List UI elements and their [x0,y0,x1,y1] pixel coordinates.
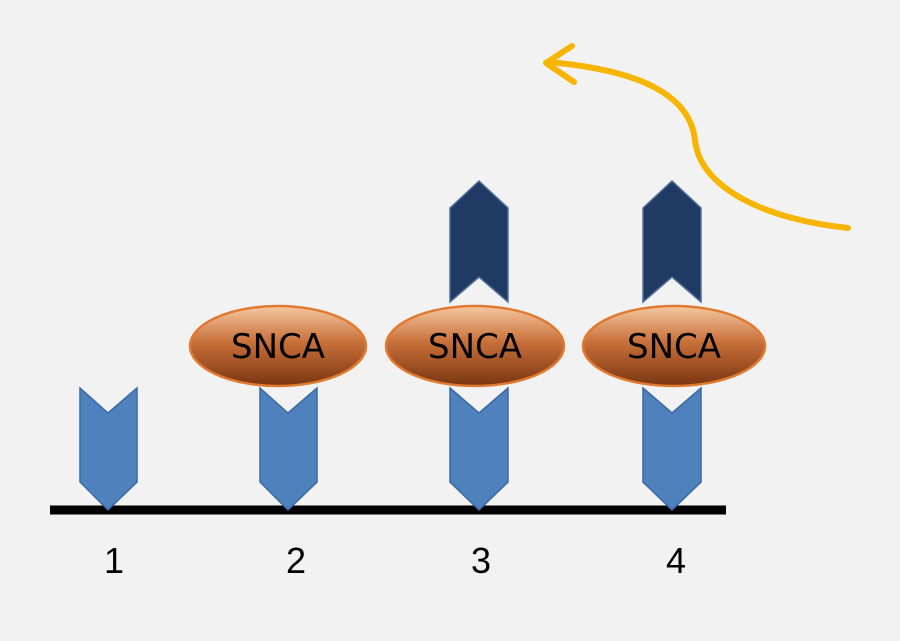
step-2-group: SNCA [188,304,368,512]
step-label-1: 1 [104,540,124,581]
step-label-4: 4 [666,540,686,581]
bottom-chevron-2 [259,386,318,512]
snca-ellipse-2 [188,304,368,388]
top-chevron-3 [449,179,509,304]
snca-label-2: SNCA [231,327,325,367]
step-4-group: SNCA [581,179,767,512]
snca-label-4: SNCA [627,327,721,367]
snca-ellipse-4 [581,304,767,388]
step-label-3: 3 [471,540,491,581]
top-chevron-4 [642,179,702,304]
step-1-group [79,386,138,512]
snca-label-3: SNCA [428,327,522,367]
step-label-2: 2 [286,540,306,581]
bottom-chevron-3 [449,386,509,512]
step-3-group: SNCA [384,179,566,512]
bottom-chevron-4 [642,386,702,512]
curved-arrow-icon [543,43,851,231]
bottom-chevron-1 [79,386,138,512]
snca-ellipse-3 [384,304,566,388]
